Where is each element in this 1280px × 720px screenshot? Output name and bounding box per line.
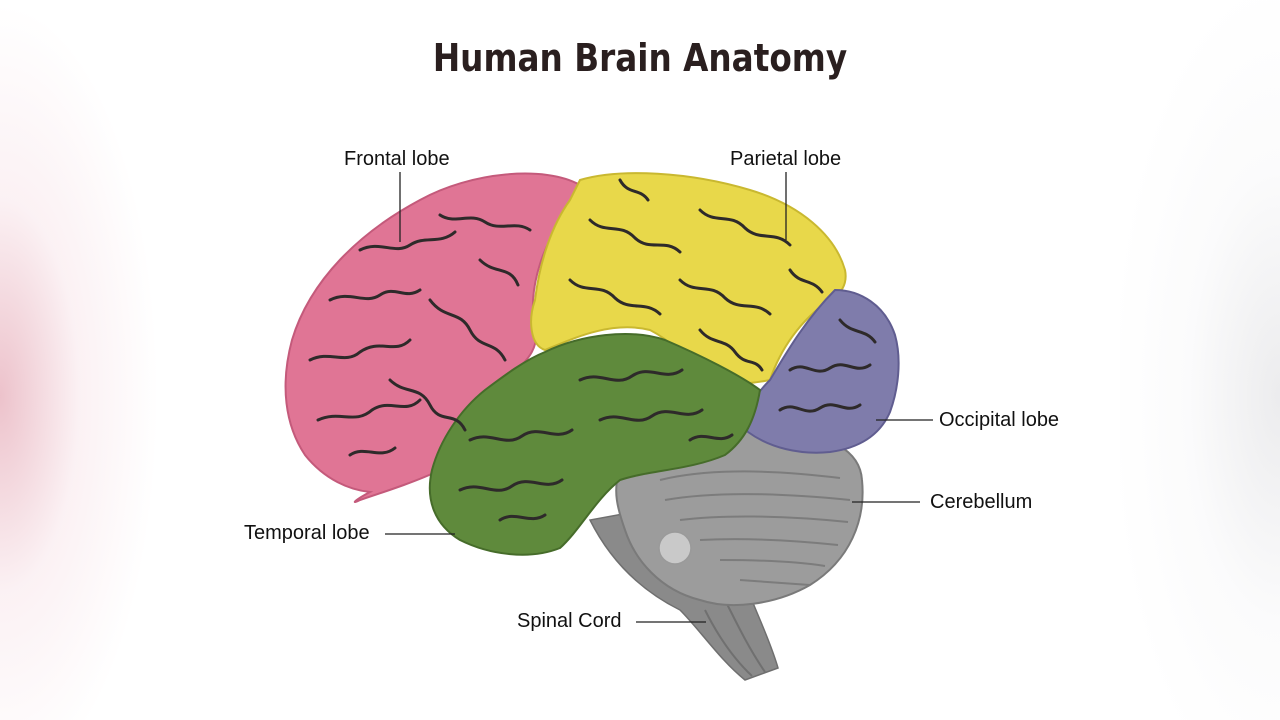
- parietal-lobe-shape: [530, 172, 847, 385]
- label-frontal-lobe: Frontal lobe: [344, 148, 450, 170]
- temporal-lobe-shape: [428, 333, 762, 556]
- diagram-title: Human Brain Anatomy: [432, 36, 848, 80]
- label-occipital-lobe: Occipital lobe: [939, 409, 1060, 431]
- label-temporal-lobe: Temporal lobe: [244, 522, 370, 544]
- right-blur-border: [1120, 0, 1280, 720]
- leader-lines: [385, 172, 933, 623]
- brain-folds: [308, 178, 877, 522]
- label-spinal-cord: Spinal Cord: [517, 610, 622, 632]
- label-cerebellum: Cerebellum: [930, 491, 1033, 513]
- pons-highlight: [658, 531, 692, 565]
- label-parietal-lobe: Parietal lobe: [730, 148, 842, 170]
- left-blur-border: [0, 0, 160, 720]
